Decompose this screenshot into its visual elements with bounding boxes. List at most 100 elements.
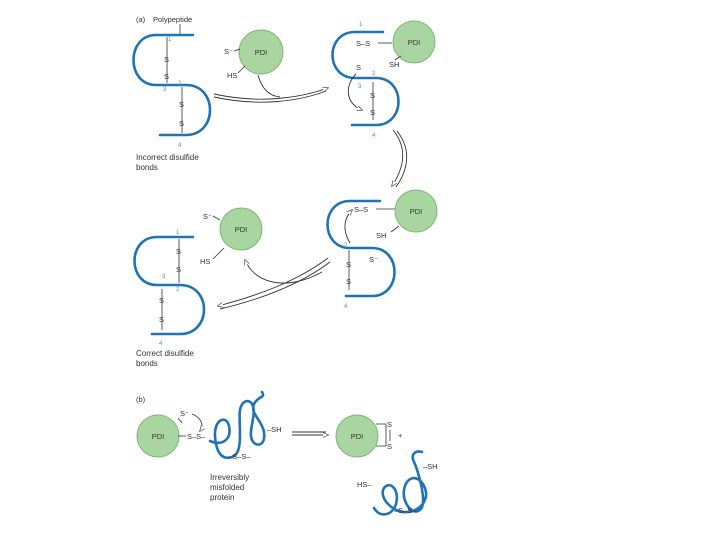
sulfur-label: S bbox=[176, 265, 181, 274]
step-arrow-2-double bbox=[395, 130, 408, 188]
cys-number-3: 3 bbox=[162, 274, 166, 280]
misfolded-caption: Irreversibly bbox=[210, 473, 249, 482]
sulfur-label: S bbox=[176, 247, 181, 256]
pdi-link bbox=[394, 55, 402, 61]
polypeptide-strand-intermediate-2 bbox=[326, 199, 396, 298]
pdi-link bbox=[390, 225, 400, 233]
sulfur-label: S bbox=[387, 420, 392, 429]
cys-number-1: 1 bbox=[176, 230, 180, 236]
thiol-label: HS bbox=[200, 257, 210, 266]
polypeptide-strand-correct bbox=[133, 235, 206, 336]
pdi-label: PDI bbox=[408, 38, 421, 47]
pdi-enzyme-bound-2: PDI SH bbox=[376, 189, 438, 240]
sulfur-label: S bbox=[159, 315, 164, 324]
step-arrow-1 bbox=[213, 88, 328, 100]
pdi-link bbox=[212, 215, 221, 221]
cys-number-3: 3 bbox=[163, 87, 167, 93]
mixed-disulfide-label: S–S– bbox=[187, 432, 206, 441]
mixed-disulfide-label: S–S bbox=[354, 205, 368, 214]
panel-b-label: (b) bbox=[136, 395, 146, 404]
sulfur-label: S bbox=[164, 72, 169, 81]
incorrect-structure: 1 2 3 4 S S S S Incorrect disulfide bond… bbox=[132, 33, 212, 172]
free-thiol-label: –SH bbox=[423, 462, 438, 471]
pdi-link bbox=[177, 417, 183, 424]
step-arrow-1-double bbox=[213, 90, 327, 103]
pdi-release-arrow bbox=[245, 260, 323, 284]
cys-number-2: 2 bbox=[176, 287, 180, 293]
thiol-label: HS bbox=[227, 71, 237, 80]
pdi-enzyme-misfolded-complex: PDI S–S– S⁻ bbox=[136, 409, 206, 458]
intermediate-structure-1: 1 2 3 4 S–S S S S bbox=[331, 22, 400, 139]
thiol-label: SH bbox=[376, 231, 386, 240]
cys-number-3: 3 bbox=[358, 84, 362, 90]
pdi-circle bbox=[394, 189, 438, 233]
correct-caption: bonds bbox=[136, 359, 158, 368]
sulfur-label: S bbox=[164, 55, 169, 64]
intermediate-structure-2: S–S 2 4 S S S⁻ bbox=[326, 199, 396, 310]
cys-number-1: 1 bbox=[359, 22, 363, 28]
misfolded-protein: –S–S– –SH Irreversibly misfolded protein bbox=[208, 390, 282, 502]
step-arrow-2 bbox=[392, 129, 404, 186]
thiol-label: SH bbox=[389, 60, 399, 69]
cys-number-4: 4 bbox=[344, 304, 348, 310]
thiol-attack-arrow bbox=[347, 73, 362, 110]
pdi-label: PDI bbox=[351, 432, 364, 441]
cys-number-4: 4 bbox=[178, 143, 182, 149]
pdi-label: PDI bbox=[235, 225, 248, 234]
sulfur-label: S bbox=[356, 63, 361, 72]
pdi-link bbox=[233, 48, 241, 52]
step-arrow-3 bbox=[218, 257, 329, 306]
sulfur-label: S bbox=[346, 260, 351, 269]
cys-number-4: 4 bbox=[159, 341, 163, 347]
pdi-link bbox=[237, 65, 246, 74]
sulfur-label: S bbox=[179, 119, 184, 128]
incorrect-caption: bonds bbox=[136, 163, 158, 172]
polypeptide-strand-incorrect bbox=[132, 33, 212, 137]
pdi-link bbox=[376, 423, 387, 447]
plus-sign: + bbox=[398, 431, 403, 440]
misfolded-caption: misfolded bbox=[210, 483, 244, 492]
cys-number-2: 2 bbox=[372, 71, 376, 77]
sulfur-label: S bbox=[370, 91, 375, 100]
thiolate-label: S⁻ bbox=[224, 47, 233, 56]
pdi-circle bbox=[392, 20, 436, 64]
step-arrow-3-double bbox=[219, 261, 331, 310]
correct-caption: Correct disulfide bbox=[136, 349, 194, 358]
cys-number-4: 4 bbox=[372, 133, 376, 139]
pdi-enzyme-oxidized: PDI S S + bbox=[335, 414, 403, 458]
pdi-label: PDI bbox=[410, 207, 423, 216]
sulfur-label: S bbox=[387, 442, 392, 451]
free-thiol-label: HS– bbox=[357, 480, 372, 489]
pdi-circle bbox=[238, 29, 284, 75]
internal-disulfide-label: –S–S– bbox=[228, 452, 251, 461]
pdi-enzyme-reduced: PDI S⁻ HS bbox=[224, 29, 284, 80]
sulfur-label: S bbox=[346, 277, 351, 286]
pdi-label: PDI bbox=[152, 432, 165, 441]
cys-number-1: 1 bbox=[168, 37, 172, 43]
mixed-disulfide-label: S–S bbox=[356, 39, 370, 48]
cys-number-2: 2 bbox=[178, 81, 182, 87]
correct-structure: 1 3 2 4 S S S S Correct disulfide bonds bbox=[133, 230, 206, 368]
sulfur-label: S bbox=[159, 296, 164, 305]
free-thiol-label: –SH bbox=[267, 425, 282, 434]
misfolded-chain bbox=[208, 390, 266, 459]
pdi-circle bbox=[335, 414, 379, 458]
misfolded-chain bbox=[372, 450, 428, 516]
thiolate-label: S⁻ bbox=[180, 409, 189, 418]
incorrect-caption: Incorrect disulfide bbox=[136, 153, 199, 162]
sulfur-label: S bbox=[370, 108, 375, 117]
pdi-attack-arrow bbox=[257, 74, 281, 98]
pdi-enzyme-bound-1: PDI SH bbox=[389, 20, 436, 69]
polypeptide-label: Polypeptide bbox=[153, 15, 192, 24]
thiol-attack-arrow bbox=[344, 210, 352, 244]
thiol-attack-arrow bbox=[191, 413, 202, 431]
misfolded-caption: protein bbox=[210, 493, 234, 502]
panel-a-label: (a) bbox=[136, 15, 146, 24]
thiolate-label: S⁻ bbox=[369, 255, 378, 264]
polypeptide-strand-intermediate-1 bbox=[331, 30, 400, 127]
pdi-label: PDI bbox=[255, 48, 268, 57]
pdi-link bbox=[212, 247, 225, 260]
cys-number-2: 2 bbox=[344, 243, 348, 249]
misfolded-protein-released: –S–S– –SH HS– bbox=[357, 450, 438, 516]
